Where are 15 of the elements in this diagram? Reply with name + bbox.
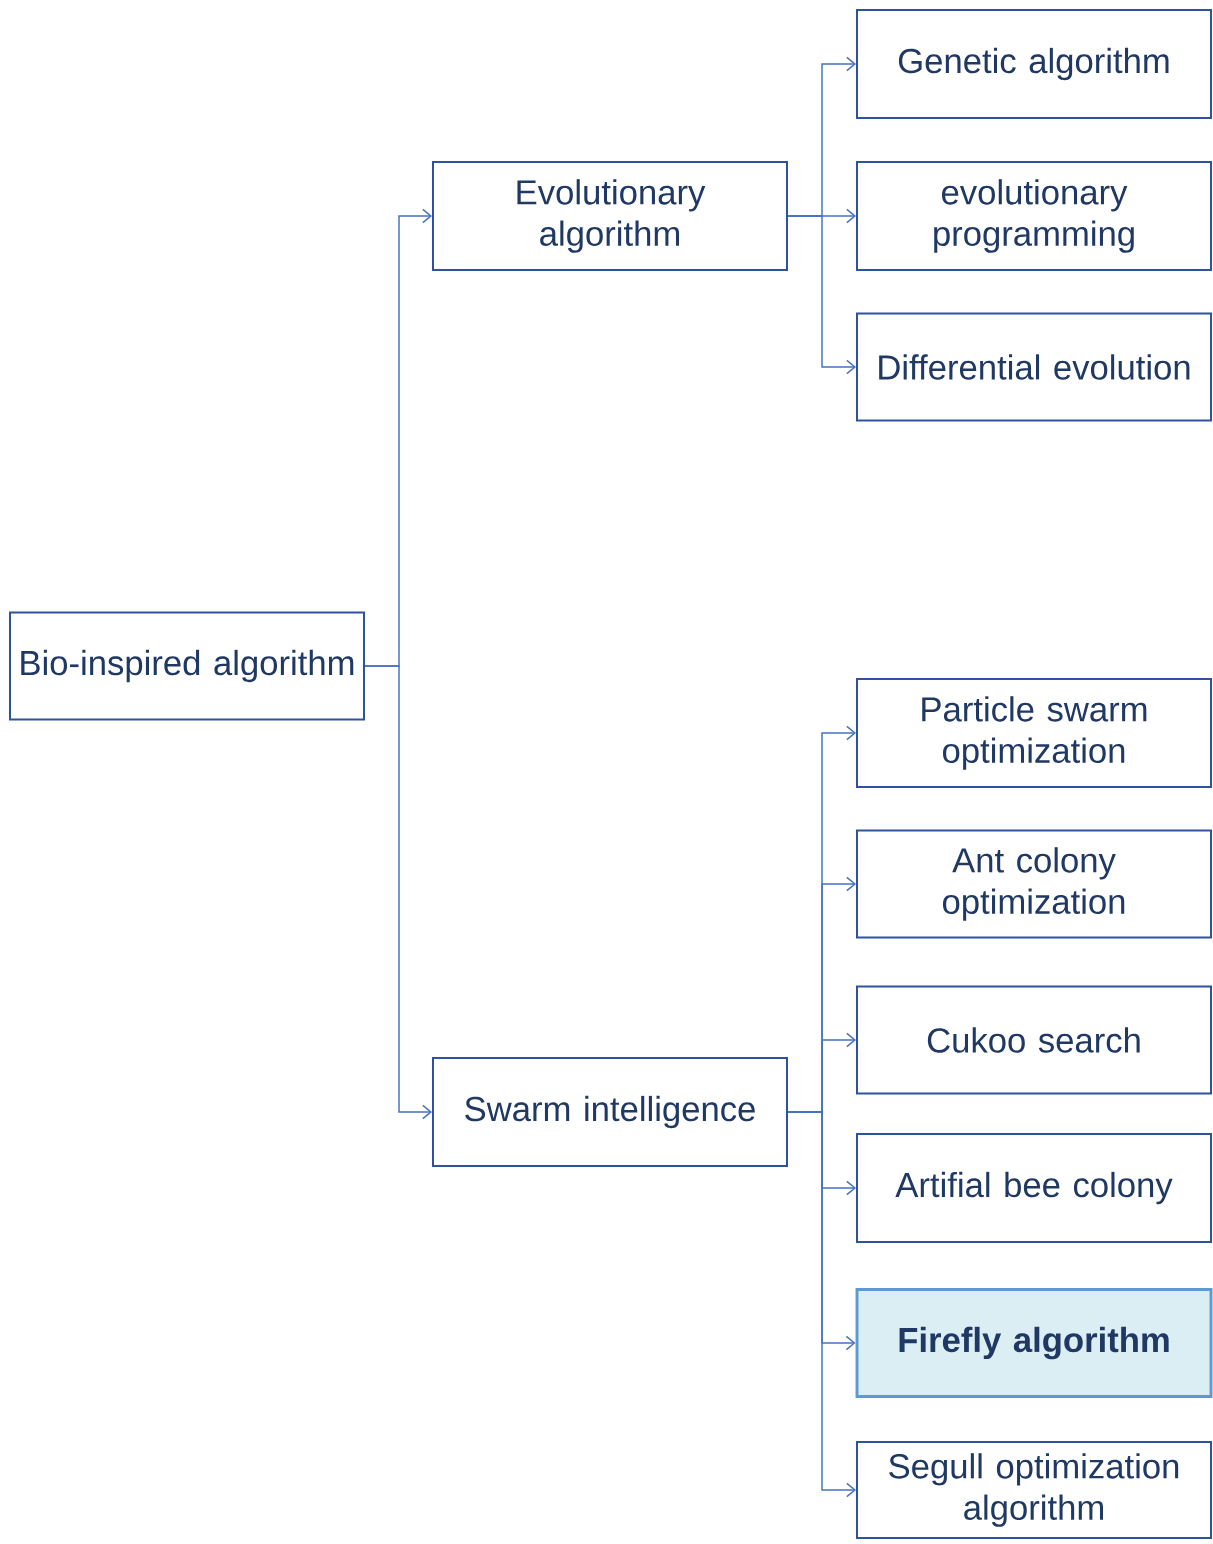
- process-box: Genetic algorithm: [856, 9, 1212, 119]
- process-box: Swarm intelligence: [432, 1057, 788, 1167]
- arrow: [787, 215, 856, 375]
- process-box: Artifial bee colony: [856, 1133, 1212, 1243]
- process-box: Segull optimization algorithm: [856, 1441, 1212, 1539]
- highlighted-box: Firefly algorithm: [855, 1288, 1213, 1398]
- process-box: Differential evolution: [856, 312, 1212, 422]
- process-box: evolutionary programming: [856, 161, 1212, 271]
- process-box: Bio-inspired algorithm: [9, 611, 365, 721]
- arrow: [787, 1111, 856, 1498]
- process-box: Cukoo search: [856, 985, 1212, 1095]
- process-box: Particle swarm optimization: [856, 678, 1212, 788]
- arrow: [364, 665, 432, 1120]
- process-box: Evolutionary algorithm: [432, 161, 788, 271]
- process-box: Ant colony optimization: [856, 829, 1212, 939]
